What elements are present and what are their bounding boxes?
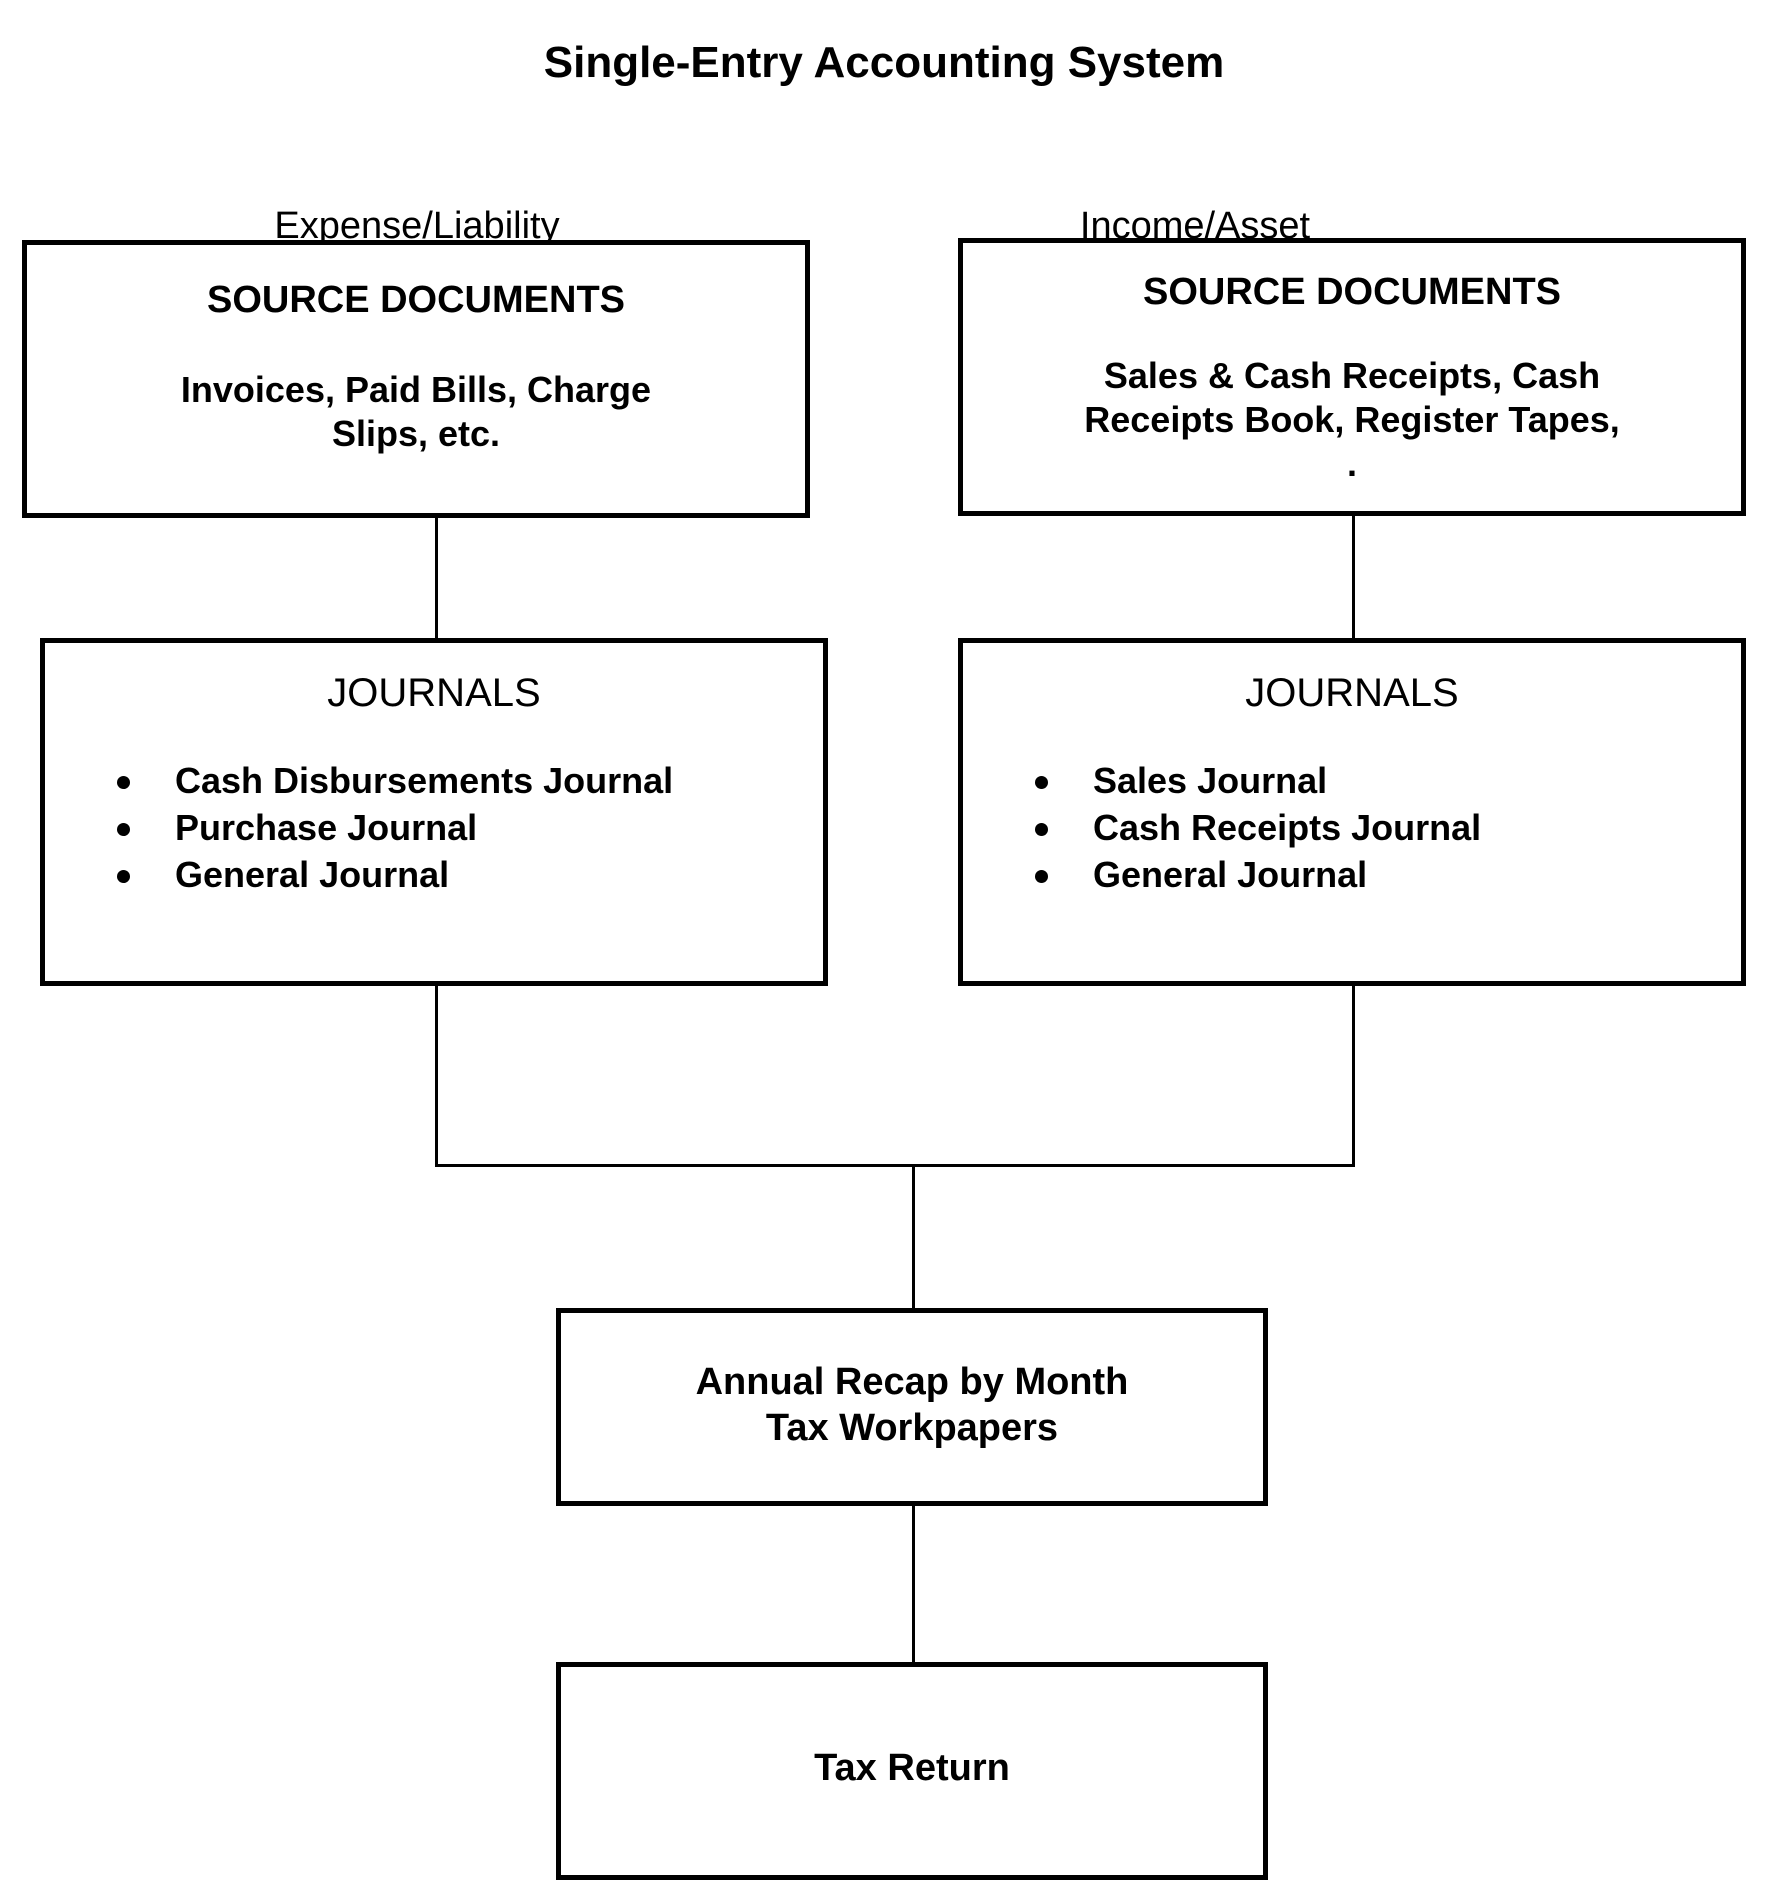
source-documents-box-income: SOURCE DOCUMENTS Sales & Cash Receipts, … <box>958 238 1746 516</box>
list-item: Sales Journal <box>1027 758 1741 805</box>
connector-journals-down-income <box>1352 986 1355 1166</box>
tax-return-label: Tax Return <box>814 1747 1010 1789</box>
source-documents-line-2-expense: Slips, etc. <box>331 412 501 454</box>
connector-merge-to-recap <box>912 1164 915 1308</box>
journals-heading-income: JOURNALS <box>1245 671 1459 715</box>
connector-source-to-journals-expense <box>435 518 438 638</box>
source-documents-heading-expense: SOURCE DOCUMENTS <box>206 279 626 321</box>
annual-recap-line-1: Annual Recap by Month <box>695 1361 1129 1403</box>
source-documents-body-expense: Invoices, Paid Bills, Charge Slips, etc. <box>27 368 805 456</box>
source-documents-line-1-income: Sales & Cash Receipts, Cash <box>1103 355 1601 396</box>
tax-return-box: Tax Return <box>556 1662 1268 1880</box>
list-item: Cash Disbursements Journal <box>109 758 823 805</box>
connector-merge-horizontal <box>435 1164 1355 1167</box>
connector-journals-down-expense <box>435 986 438 1166</box>
list-item: General Journal <box>109 852 823 899</box>
source-documents-box-expense: SOURCE DOCUMENTS Invoices, Paid Bills, C… <box>22 240 810 518</box>
source-documents-line-1-expense: Invoices, Paid Bills, Charge <box>180 369 652 410</box>
list-item: General Journal <box>1027 852 1741 899</box>
connector-source-to-journals-income <box>1352 516 1355 638</box>
source-documents-body-income: Sales & Cash Receipts, Cash Receipts Boo… <box>963 354 1741 486</box>
journals-box-expense: JOURNALS Cash Disbursements Journal Purc… <box>40 638 828 986</box>
journals-list-income: Sales Journal Cash Receipts Journal Gene… <box>963 758 1741 898</box>
source-documents-line-3-clipped-income: . <box>1346 442 1357 484</box>
tax-return-body: Tax Return <box>561 1745 1263 1791</box>
list-item: Cash Receipts Journal <box>1027 805 1741 852</box>
journals-box-income: JOURNALS Sales Journal Cash Receipts Jou… <box>958 638 1746 986</box>
annual-recap-box: Annual Recap by Month Tax Workpapers <box>556 1308 1268 1506</box>
connector-recap-to-tax-return <box>912 1506 915 1662</box>
source-documents-heading-income: SOURCE DOCUMENTS <box>1142 271 1562 313</box>
list-item: Purchase Journal <box>109 805 823 852</box>
journals-heading-expense: JOURNALS <box>327 671 541 715</box>
source-documents-line-2-income: Receipts Book, Register Tapes, <box>1084 398 1620 440</box>
annual-recap-body: Annual Recap by Month Tax Workpapers <box>561 1359 1263 1452</box>
annual-recap-line-2: Tax Workpapers <box>765 1407 1059 1450</box>
page-title: Single-Entry Accounting System <box>543 38 1225 87</box>
journals-list-expense: Cash Disbursements Journal Purchase Jour… <box>45 758 823 898</box>
